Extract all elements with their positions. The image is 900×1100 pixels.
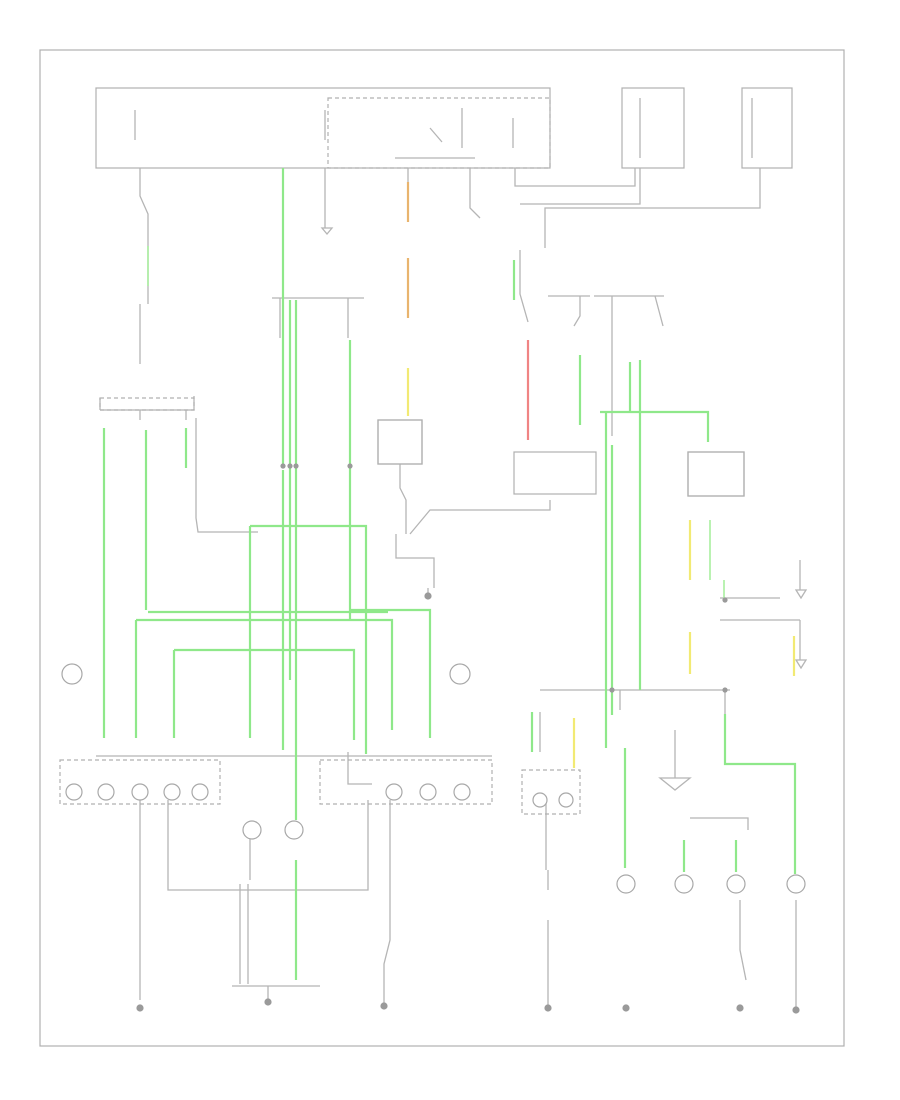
combination-switch (99, 397, 195, 411)
lamp-icon (558, 792, 574, 808)
lamp-icon (616, 874, 636, 894)
lamp-cluster-center (521, 769, 581, 815)
lamp-icon (131, 783, 149, 801)
lamp-icon (97, 783, 115, 801)
lamp-icon (284, 820, 304, 840)
relay-box-right (687, 451, 745, 497)
ground-icon (136, 1004, 144, 1012)
colored-wiring (406, 182, 796, 768)
lamp-icon (786, 874, 806, 894)
green-wiring (102, 168, 797, 980)
lamp-icon (419, 783, 437, 801)
ground-icon (544, 1004, 552, 1012)
modules (59, 397, 745, 815)
control-module (513, 451, 597, 495)
ground-icon (736, 1004, 744, 1012)
ground-icon (380, 1002, 388, 1010)
lamp-icon (242, 820, 262, 840)
lamp-icon (61, 663, 83, 685)
splices (280, 463, 728, 693)
fuse-box-group (95, 87, 793, 169)
junction-block-inner (327, 97, 551, 169)
junction-block-left (95, 87, 551, 169)
lamps (61, 663, 806, 894)
lamp-icon (532, 792, 548, 808)
ground-icon (622, 1004, 630, 1012)
lamp-icon (191, 783, 209, 801)
lamp-icon (453, 783, 471, 801)
relay-switch (395, 108, 475, 159)
fuse-box-right-a (621, 87, 685, 169)
lamp-cluster-right (319, 759, 493, 805)
lamp-icon (726, 874, 746, 894)
grounds (136, 592, 800, 1014)
lamp-cluster-left (59, 759, 221, 805)
lamp-icon (385, 783, 403, 801)
lamp-icon (65, 783, 83, 801)
diagram-frame (39, 49, 845, 1047)
ground-icon (424, 592, 432, 600)
grey-wiring (96, 168, 808, 1010)
lamp-icon (449, 663, 471, 685)
lamp-icon (163, 783, 181, 801)
relay-box (377, 419, 423, 465)
ground-icon (792, 1006, 800, 1014)
ground-icon (264, 998, 272, 1006)
lamp-icon (674, 874, 694, 894)
fuse-box-right-b (741, 87, 793, 169)
